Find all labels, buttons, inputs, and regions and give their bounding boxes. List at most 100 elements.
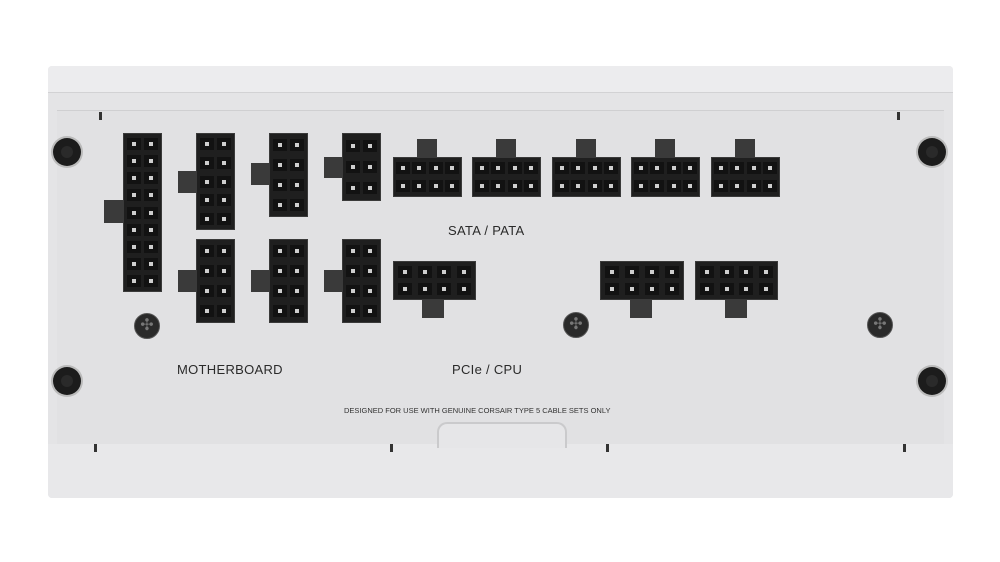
connector-pin [397,265,412,278]
connector-pin [290,179,305,191]
cpu-8pin-port-3 [342,239,381,323]
connector-latch [417,139,437,157]
connector-pin [762,180,777,192]
screw-icon: ✣ [563,312,589,338]
connector-pin [412,162,427,174]
connector-pin [272,245,287,257]
connector-latch [324,157,342,178]
edge-mark [99,112,102,120]
connector-pin [412,180,427,192]
connector-pin [507,162,522,174]
mounting-hole-icon [53,138,81,166]
pcie-port-1 [393,261,476,300]
connector-latch [735,139,755,157]
connector-pin [739,283,754,296]
connector-pin [217,265,232,277]
mounting-hole-icon [918,138,946,166]
connector-pin [491,180,506,192]
connector-pin [417,283,432,296]
connector-pin [272,139,287,151]
connector-pin [437,283,452,296]
connector-pin [444,180,459,192]
connector-pin [217,194,232,207]
panel-notch [437,422,567,448]
connector-latch [496,139,516,157]
connector-pin [290,285,305,297]
connector-pin [682,162,697,174]
connector-pin [665,283,679,296]
screw-icon: ✣ [134,313,160,339]
connector-pin [746,180,761,192]
connector-latch [178,171,196,193]
pcie-port-3 [695,261,778,300]
cpu-6pin-port [342,133,381,201]
connector-pin [199,245,214,257]
mounting-hole-icon [918,367,946,395]
connector-pin [363,182,378,195]
cpu-8pin-port-1 [269,133,308,217]
connector-pin [290,139,305,151]
connector-pin [217,305,232,317]
connector-latch [104,200,123,223]
pcie-cpu-label: PCIe / CPU [452,362,523,377]
connector-pin [290,305,305,317]
connector-pin [523,180,538,192]
connector-pin [363,139,378,152]
connector-pin [272,179,287,191]
sata-port-1 [393,157,462,197]
connector-pin [199,305,214,317]
connector-latch [422,300,444,318]
connector-pin [199,156,214,169]
connector-pin [290,199,305,211]
connector-pin [199,175,214,188]
connector-pin [217,212,232,225]
connector-pin [645,283,659,296]
connector-pin [272,265,287,277]
psu-bottom-edge [48,444,953,498]
edge-mark [94,444,97,452]
edge-mark [606,444,609,452]
connector-latch [725,300,747,318]
connector-pin [605,283,619,296]
sata-port-2 [472,157,541,197]
connector-pin [363,161,378,173]
connector-pin [290,159,305,171]
motherboard-8pin-port [196,239,235,323]
connector-pin [625,283,639,296]
connector-pin [665,265,679,278]
connector-pin [507,180,522,192]
connector-pin [199,285,214,297]
connector-pin [272,305,287,317]
connector-pin [666,180,681,192]
connector-pin [217,175,232,188]
connector-pin [144,240,159,253]
connector-pin [719,265,734,278]
pcie-port-2 [600,261,684,300]
connector-pin [699,265,714,278]
cable-notice: DESIGNED FOR USE WITH GENUINE CORSAIR TY… [344,406,611,415]
edge-mark [390,444,393,452]
connector-pin [126,154,141,167]
connector-pin [719,283,734,296]
connector-pin [363,285,378,297]
connector-pin [571,162,586,174]
connector-pin [571,180,586,192]
connector-pin [272,159,287,171]
connector-pin [555,162,570,174]
connector-pin [199,212,214,225]
connector-pin [144,258,159,271]
cpu-8pin-port-2 [269,239,308,323]
connector-pin [650,180,665,192]
connector-pin [603,162,618,174]
connector-pin [126,206,141,219]
connector-pin [650,162,665,174]
connector-pin [625,265,639,278]
sata-port-3 [552,157,621,197]
connector-pin [144,172,159,185]
connector-pin [126,172,141,185]
connector-pin [345,161,360,173]
motherboard-10pin-port [196,133,235,230]
connector-pin [634,162,649,174]
motherboard-24pin-port [123,133,162,292]
connector-pin [759,265,774,278]
